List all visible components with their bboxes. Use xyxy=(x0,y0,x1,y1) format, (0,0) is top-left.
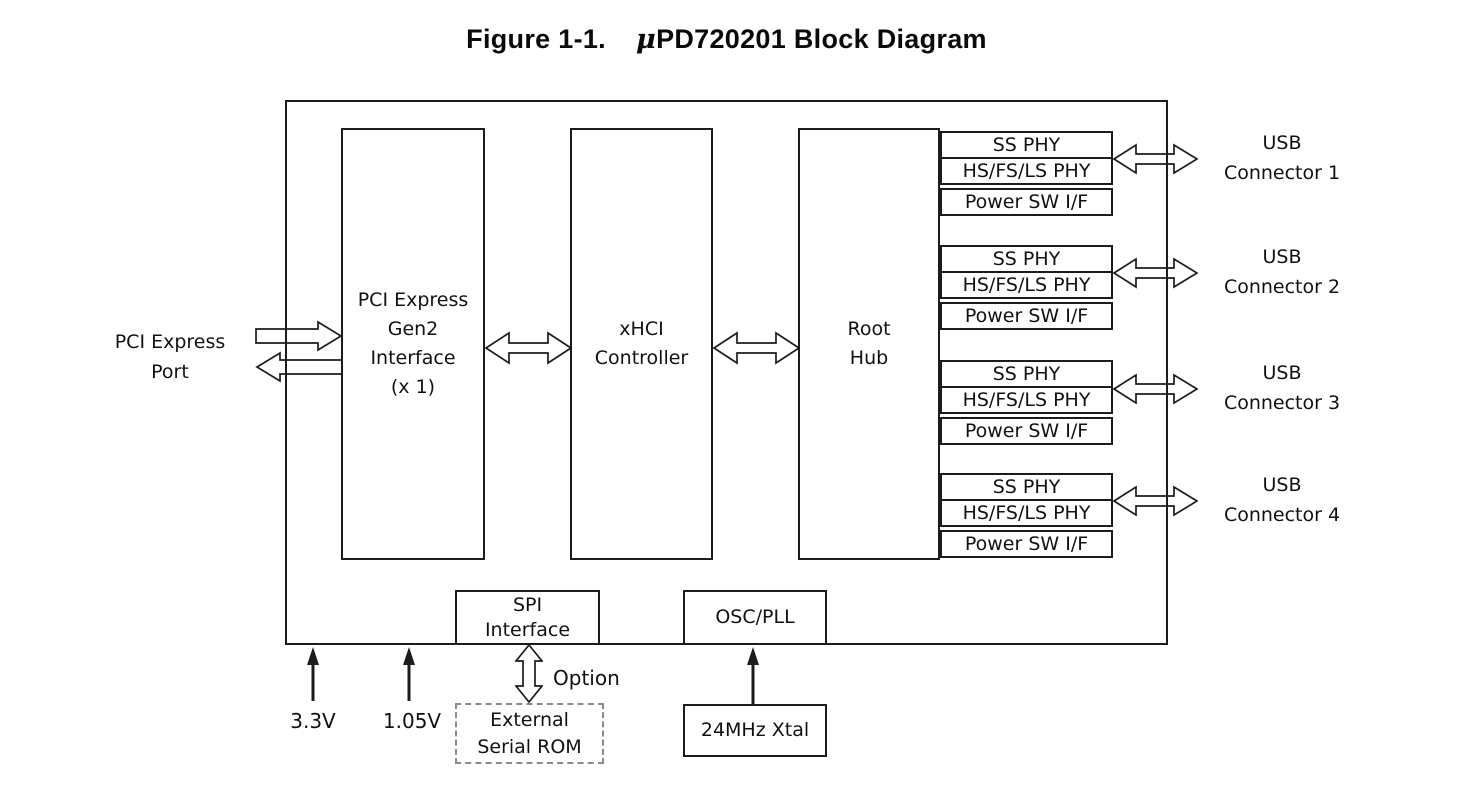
hs-fs-ls-phy-cell: HS/FS/LS PHY xyxy=(940,499,1113,527)
pcie-block-line: PCI Express xyxy=(357,289,469,311)
pcie-block-line: Gen2 xyxy=(387,318,439,340)
pcie-block-line: (x 1) xyxy=(390,376,436,398)
pcie-gen2-interface-block: PCI Express Gen2 Interface (x 1) xyxy=(341,128,485,560)
bidirectional-arrow-icon xyxy=(713,331,800,365)
usb-label-line: USB xyxy=(1262,246,1302,268)
usb-connector-3-label: USB Connector 3 xyxy=(1192,358,1372,418)
usb-label-line: USB xyxy=(1262,362,1302,384)
xhci-block-line: xHCI xyxy=(619,318,664,340)
bidirectional-arrow-icon xyxy=(1113,485,1198,517)
arrow-right-icon xyxy=(255,320,343,352)
hs-fs-ls-phy-cell: HS/FS/LS PHY xyxy=(940,271,1113,299)
power-sw-if-cell: Power SW I/F xyxy=(940,530,1113,558)
phy-group-3: SS PHY HS/FS/LS PHY Power SW I/F xyxy=(940,360,1113,445)
usb-label-line: Connector 3 xyxy=(1223,392,1341,414)
bidirectional-vertical-arrow-icon xyxy=(515,644,543,703)
xhci-block-line: Controller xyxy=(594,347,689,369)
hs-fs-ls-phy-cell: HS/FS/LS PHY xyxy=(940,157,1113,185)
spi-interface-block: SPI Interface xyxy=(455,590,600,645)
usb-label-line: Connector 2 xyxy=(1223,276,1341,298)
root-hub-block: Root Hub xyxy=(798,128,940,560)
xtal-block: 24MHz Xtal xyxy=(683,704,827,757)
bidirectional-arrow-icon xyxy=(1113,143,1198,175)
power-sw-if-cell: Power SW I/F xyxy=(940,417,1113,445)
rom-line: Serial ROM xyxy=(477,735,582,758)
power-3-3v-label: 3.3V xyxy=(290,709,336,733)
pci-port-line: PCI Express xyxy=(114,331,226,353)
usb-label-line: Connector 1 xyxy=(1223,162,1341,184)
usb-connector-1-label: USB Connector 1 xyxy=(1192,128,1372,188)
mu-symbol: μ xyxy=(636,24,657,55)
osc-pll-block: OSC/PLL xyxy=(683,590,827,645)
arrow-up-icon xyxy=(403,647,415,701)
xhci-controller-block: xHCI Controller xyxy=(570,128,713,560)
arrow-up-icon xyxy=(307,647,319,701)
usb-label-line: Connector 4 xyxy=(1223,504,1341,526)
figure-label: Figure 1-1. xyxy=(466,24,606,54)
usb-label-line: USB xyxy=(1262,132,1302,154)
power-sw-if-cell: Power SW I/F xyxy=(940,302,1113,330)
bidirectional-arrow-icon xyxy=(485,331,572,365)
power-1-05v-label: 1.05V xyxy=(382,709,442,733)
bidirectional-arrow-icon xyxy=(1113,257,1198,289)
figure-title: Figure 1-1. μPD720201 Block Diagram xyxy=(285,24,1168,55)
option-label: Option xyxy=(553,666,620,690)
phy-group-1: SS PHY HS/FS/LS PHY Power SW I/F xyxy=(940,131,1113,216)
external-serial-rom-block: External Serial ROM xyxy=(455,703,604,764)
root-hub-line: Root xyxy=(847,318,891,340)
phy-group-4: SS PHY HS/FS/LS PHY Power SW I/F xyxy=(940,473,1113,558)
usb-label-line: USB xyxy=(1262,474,1302,496)
spi-line: SPI xyxy=(512,593,543,616)
figure-title-text: PD720201 Block Diagram xyxy=(656,24,987,54)
ss-phy-cell: SS PHY xyxy=(940,473,1113,501)
osc-pll-label: OSC/PLL xyxy=(715,606,795,628)
ss-phy-cell: SS PHY xyxy=(940,360,1113,388)
pcie-block-line: Interface xyxy=(370,347,456,369)
xtal-label: 24MHz Xtal xyxy=(700,719,810,741)
phy-group-2: SS PHY HS/FS/LS PHY Power SW I/F xyxy=(940,245,1113,330)
hs-fs-ls-phy-cell: HS/FS/LS PHY xyxy=(940,386,1113,414)
pci-express-port-label: PCI Express Port xyxy=(95,327,245,387)
power-sw-if-cell: Power SW I/F xyxy=(940,188,1113,216)
usb-connector-2-label: USB Connector 2 xyxy=(1192,242,1372,302)
spi-line: Interface xyxy=(484,618,571,641)
rom-line: External xyxy=(490,708,569,731)
root-hub-line: Hub xyxy=(849,347,889,369)
bidirectional-arrow-icon xyxy=(1113,373,1198,405)
pci-port-line: Port xyxy=(151,361,189,383)
arrow-up-icon xyxy=(747,647,759,704)
usb-connector-4-label: USB Connector 4 xyxy=(1192,470,1372,530)
arrow-left-icon xyxy=(255,351,343,383)
ss-phy-cell: SS PHY xyxy=(940,131,1113,159)
ss-phy-cell: SS PHY xyxy=(940,245,1113,273)
